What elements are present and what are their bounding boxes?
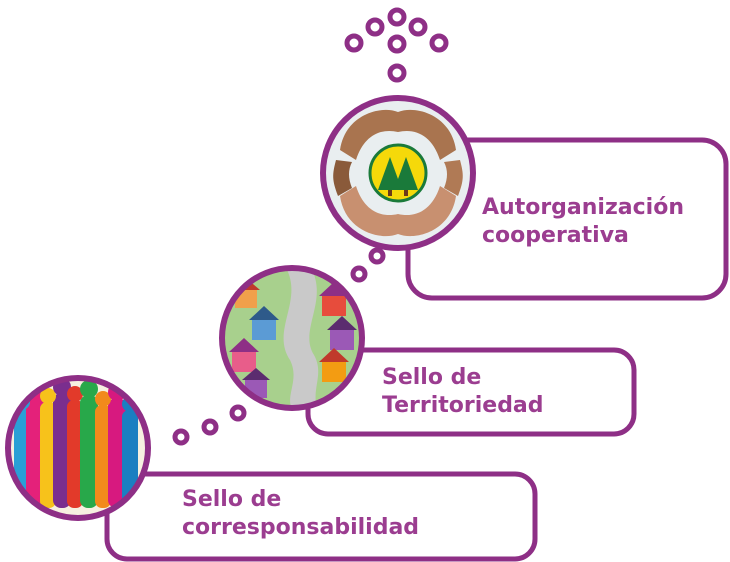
connector-dots-2 xyxy=(350,247,386,283)
step-2-label: Sello de Territoriedad xyxy=(382,364,544,420)
step-1-label: Sello de corresponsabilidad xyxy=(182,486,419,542)
step-3-line-2: cooperativa xyxy=(482,223,629,248)
people-image xyxy=(5,375,151,521)
step-2-line-1: Sello de xyxy=(382,365,482,390)
arrow-dots xyxy=(344,7,449,83)
step-3-line-1: Autorganización xyxy=(482,195,684,220)
step-3-label: Autorganización cooperativa xyxy=(482,194,684,250)
step-1-box xyxy=(104,471,538,562)
step-1-line-2: corresponsabilidad xyxy=(182,515,420,540)
hands-logo-image xyxy=(320,95,476,251)
neighborhood-image xyxy=(219,265,365,411)
connector-dots-1 xyxy=(172,404,247,446)
cooperative-logo-icon xyxy=(368,143,428,203)
step-1-line-1: Sello de xyxy=(182,487,282,512)
step-2-line-2: Territoriedad xyxy=(382,393,544,418)
